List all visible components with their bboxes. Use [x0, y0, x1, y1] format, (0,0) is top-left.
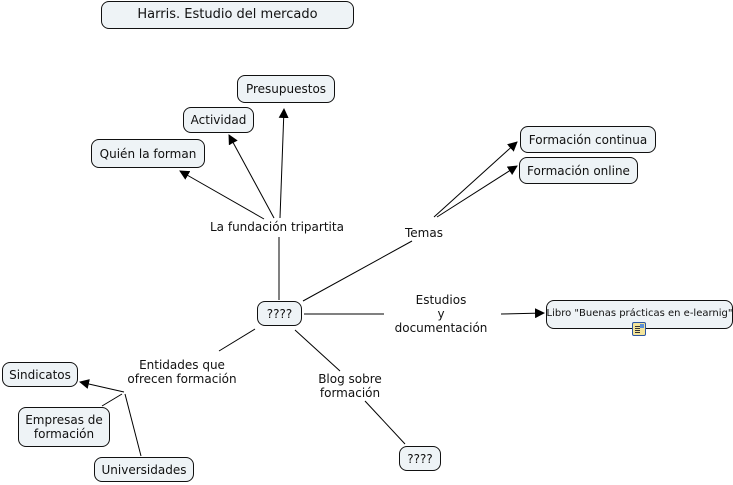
- link-fundacion-quien: [179, 170, 265, 220]
- link-center-entidades: [218, 328, 256, 352]
- link-label-temas: Temas: [405, 226, 443, 240]
- map-title[interactable]: Harris. Estudio del mercado: [101, 1, 354, 29]
- link-center-temas: [302, 240, 413, 302]
- blog-line-2: formación: [319, 386, 381, 400]
- blog-line-1: Blog sobre: [318, 372, 382, 386]
- concept-presupuestos[interactable]: Presupuestos: [237, 75, 335, 103]
- concept-quien-la-forman[interactable]: Quién la forman: [91, 139, 205, 168]
- link-fundacion-presupuestos: [278, 108, 289, 219]
- concept-actividad[interactable]: Actividad: [183, 107, 254, 133]
- central-concept[interactable]: ????: [257, 301, 302, 326]
- concept-empresas-de-formacion[interactable]: Empresas de formación: [18, 407, 110, 447]
- estudios-line-3: documentación: [394, 321, 488, 335]
- link-temas-continua: [433, 141, 518, 218]
- concept-formacion-online[interactable]: Formación online: [519, 157, 638, 184]
- link-empresas-entidades: [101, 393, 123, 407]
- link-universidades-entidades: [124, 393, 142, 457]
- link-label-blog: Blog sobre formación: [313, 372, 387, 400]
- entidades-line-2: ofrecen formación: [127, 372, 237, 386]
- empresas-line-2: formación: [33, 427, 95, 441]
- concept-universidades[interactable]: Universidades: [94, 457, 194, 482]
- link-fundacion-actividad: [228, 134, 275, 219]
- estudios-line-2: y: [437, 307, 445, 321]
- link-label-entidades: Entidades que ofrecen formación: [126, 358, 238, 386]
- link-temas-online: [436, 165, 518, 218]
- estudios-line-1: Estudios: [415, 293, 467, 307]
- entidades-line-1: Entidades que: [139, 358, 225, 372]
- link-blog-target: [364, 400, 406, 445]
- concept-formacion-continua[interactable]: Formación continua: [520, 126, 656, 153]
- link-entidades-sindicatos: [79, 379, 125, 393]
- empresas-line-1: Empresas de: [25, 413, 103, 427]
- link-label-estudios: Estudios y documentación: [386, 293, 496, 335]
- link-center-blog: [294, 329, 341, 372]
- document-icon[interactable]: [632, 322, 646, 336]
- concept-blog-target[interactable]: ????: [399, 446, 441, 471]
- concept-sindicatos[interactable]: Sindicatos: [2, 362, 78, 387]
- link-label-fundacion: La fundación tripartita: [210, 220, 344, 234]
- link-estudios-libro: [500, 308, 545, 319]
